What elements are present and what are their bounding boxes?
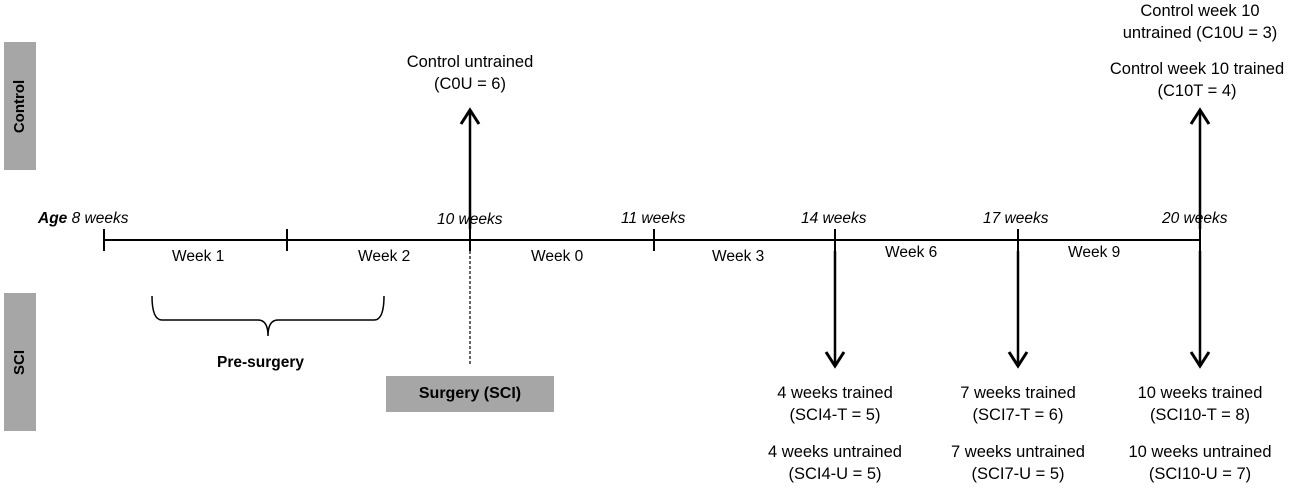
week-1-label: Week 1: [172, 248, 225, 265]
age-tick-20-weeks: 20 weeks: [1162, 210, 1228, 227]
sci10t-line2: (SCI10-T = 8): [1149, 406, 1251, 424]
sci10-untrained-group: 10 weeks untrained (SCI10-U = 7): [1105, 441, 1295, 485]
control-week10-untrained-group: Control week 10 untrained (C10U = 3): [1100, 0, 1300, 44]
sci4u-line2: (SCI4-U = 5): [788, 465, 882, 483]
age-tick-8-weeks: 8 weeks: [71, 210, 129, 227]
arrowhead-up-c0u: [459, 107, 481, 125]
week-9-label: Week 9: [1068, 244, 1121, 261]
control-week10-trained-group: Control week 10 trained (C10T = 4): [1090, 58, 1303, 102]
age-tick-10-weeks: 10 weeks: [437, 211, 503, 228]
week-2-label: Week 2: [358, 248, 411, 265]
control-untrained-group: Control untrained (C0U = 6): [380, 51, 560, 95]
age-prefix: Age: [38, 210, 68, 227]
sci7t-line1: 7 weeks trained: [960, 384, 1076, 402]
c10u-line2: untrained (C10U = 3): [1122, 24, 1278, 42]
week-3-label: Week 3: [712, 248, 765, 265]
sci4-trained-group: 4 weeks trained (SCI4-T = 5): [745, 382, 925, 426]
sci-side-label: SCI: [4, 293, 36, 431]
week-6-label: Week 6: [885, 244, 938, 261]
sci4u-line1: 4 weeks untrained: [768, 443, 902, 461]
sci4t-line2: (SCI4-T = 5): [789, 406, 881, 424]
sci10t-line1: 10 weeks trained: [1137, 384, 1263, 402]
surgery-label: Surgery (SCI): [418, 385, 522, 402]
c0u-line2: (C0U = 6): [434, 75, 506, 93]
age-tick-14-weeks: 14 weeks: [801, 210, 867, 227]
sci7-untrained-group: 7 weeks untrained (SCI7-U = 5): [928, 441, 1108, 485]
sci4-untrained-group: 4 weeks untrained (SCI4-U = 5): [745, 441, 925, 485]
sci7-trained-group: 7 weeks trained (SCI7-T = 6): [928, 382, 1108, 426]
pre-surgery-brace: [151, 295, 385, 337]
sci10u-line2: (SCI10-U = 7): [1148, 465, 1252, 483]
week-0-label: Week 0: [531, 248, 584, 265]
control-side-label: Control: [4, 42, 36, 170]
c10u-line1: Control week 10: [1140, 2, 1260, 20]
arrowhead-up-c10: [1189, 107, 1211, 125]
sci4t-line1: 4 weeks trained: [777, 384, 893, 402]
c10t-line2: (C10T = 4): [1157, 82, 1237, 100]
age-tick-11-weeks: 11 weeks: [621, 210, 686, 227]
sci7u-line2: (SCI7-U = 5): [971, 465, 1065, 483]
pre-surgery-label: Pre-surgery: [217, 354, 305, 371]
sci10u-line1: 10 weeks untrained: [1128, 443, 1272, 461]
age-tick-17-weeks: 17 weeks: [983, 210, 1049, 227]
arrowhead-down-sci10: [1189, 351, 1211, 369]
arrowhead-down-sci7: [1007, 351, 1029, 369]
sci7t-line2: (SCI7-T = 6): [972, 406, 1064, 424]
sci7u-line1: 7 weeks untrained: [951, 443, 1085, 461]
arrowhead-down-sci4: [824, 351, 846, 369]
sci10-trained-group: 10 weeks trained (SCI10-T = 8): [1105, 382, 1295, 426]
surgery-box: Surgery (SCI): [386, 376, 554, 412]
c0u-line1: Control untrained: [406, 53, 534, 71]
age-label: Age 8 weeks: [38, 210, 128, 228]
c10t-line1: Control week 10 trained: [1109, 60, 1285, 78]
